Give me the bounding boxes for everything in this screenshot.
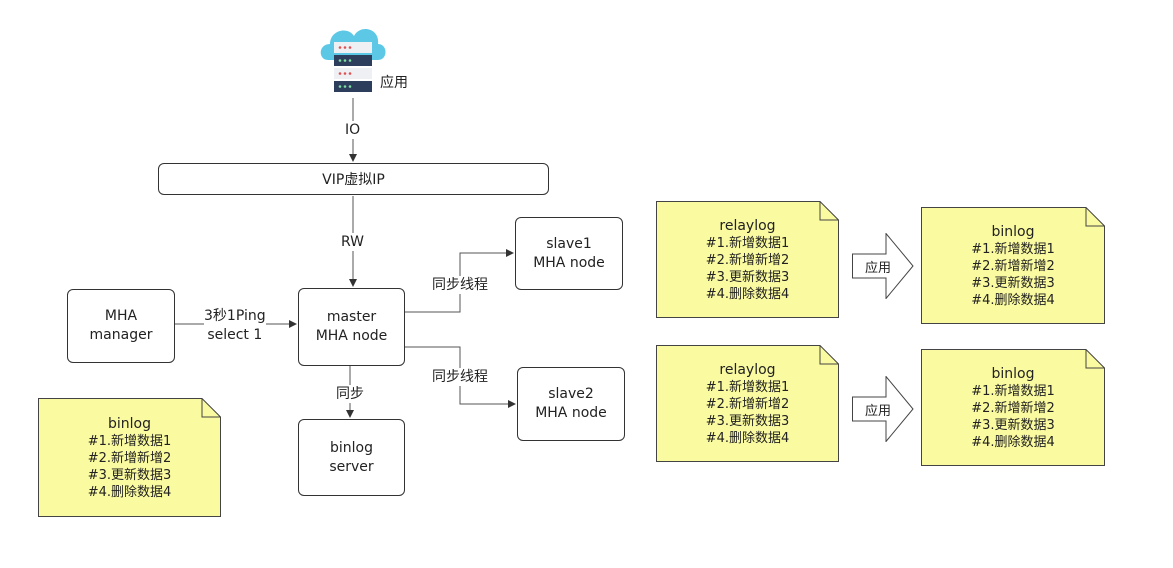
app-label: 应用: [380, 74, 408, 92]
note-line: #1.新增数据1: [87, 433, 172, 449]
binlog-note-2: binlog #1.新增数据1 #2.新增新增2 #3.更新数据3 #4.删除数…: [921, 349, 1105, 466]
note-line: #3.更新数据3: [971, 275, 1055, 291]
mha-manager-line2: manager: [89, 327, 153, 343]
note-line: #3.更新数据3: [87, 467, 172, 483]
relaylog-note-2-title: relaylog: [719, 361, 776, 378]
note-line: #3.更新数据3: [971, 417, 1055, 433]
note-line: #3.更新数据3: [705, 413, 790, 429]
note-line: #4.删除数据4: [87, 484, 172, 500]
note-shape: [38, 398, 221, 517]
note-line: #1.新增数据1: [971, 241, 1055, 257]
master-line2: MHA node: [315, 328, 388, 344]
relaylog-note-2: relaylog #1.新增数据1 #2.新增新增2 #3.更新数据3 #4.删…: [656, 345, 839, 462]
io-label: IO: [345, 121, 361, 139]
sync-thread-label-2: 同步线程: [432, 368, 488, 386]
note-line: #1.新增数据1: [705, 235, 790, 251]
apply-arrow-1: 应用: [852, 232, 914, 300]
note-line: #2.新增新增2: [971, 400, 1055, 416]
server-cloud-icon: [320, 29, 386, 92]
hollow-arrow-icon: [852, 232, 914, 300]
mha-manager-line1: MHA: [104, 308, 138, 324]
note-line: #1.新增数据1: [705, 379, 790, 395]
slave2-line1: slave2: [548, 386, 594, 402]
binlog-note-main-title: binlog: [108, 415, 151, 432]
note-shape: [921, 207, 1105, 324]
note-shape: [921, 349, 1105, 466]
binlog-server-line2: server: [329, 458, 374, 475]
rw-label: RW: [341, 233, 365, 251]
note-line: #4.删除数据4: [971, 292, 1055, 308]
note-shape: [656, 345, 839, 462]
ping-label-line1: 3秒1Ping: [204, 308, 266, 324]
apply-arrow-2-label: 应用: [864, 403, 891, 419]
sync-thread-label-1: 同步线程: [432, 276, 488, 294]
binlog-note-1-title: binlog: [991, 223, 1035, 240]
binlog-note-2-title: binlog: [991, 365, 1035, 382]
note-line: #1.新增数据1: [971, 383, 1055, 399]
master-node[interactable]: master MHA node: [298, 288, 405, 366]
slave1-line1: slave1: [546, 235, 592, 252]
note-line: #4.删除数据4: [971, 434, 1055, 450]
slave1-node[interactable]: slave1 MHA node: [515, 217, 623, 290]
note-line: #2.新增新增2: [705, 252, 790, 268]
slave2-node[interactable]: slave2 MHA node: [517, 367, 625, 441]
master-line1: master: [326, 309, 377, 325]
relaylog-note-1: relaylog #1.新增数据1 #2.新增新增2 #3.更新数据3 #4.删…: [656, 201, 839, 318]
note-line: #2.新增新增2: [971, 258, 1055, 274]
ping-label-line2: select 1: [207, 327, 263, 343]
vip-label: VIP虚拟IP: [322, 172, 385, 188]
hollow-arrow-icon: [852, 375, 914, 443]
sync-label: 同步: [336, 385, 364, 403]
binlog-note-main: binlog #1.新增数据1 #2.新增新增2 #3.更新数据3 #4.删除数…: [38, 398, 221, 517]
binlog-server-line1: binlog: [330, 439, 373, 456]
note-line: #3.更新数据3: [705, 269, 790, 285]
ping-label: 3秒1Ping select 1: [204, 307, 266, 345]
slave2-line2: MHA node: [535, 405, 607, 421]
vip-bar[interactable]: VIP虚拟IP: [158, 163, 549, 195]
mha-manager-node[interactable]: MHA manager: [67, 289, 175, 363]
note-line: #4.删除数据4: [705, 430, 790, 446]
relaylog-note-1-title: relaylog: [719, 217, 776, 234]
apply-arrow-2: 应用: [852, 375, 914, 443]
note-line: #4.删除数据4: [705, 286, 790, 302]
note-line: #2.新增新增2: [705, 396, 790, 412]
note-line: #2.新增新增2: [87, 450, 172, 466]
note-shape: [656, 201, 839, 318]
binlog-server-node[interactable]: binlog server: [298, 419, 405, 496]
slave1-line2: MHA node: [533, 254, 605, 271]
binlog-note-1: binlog #1.新增数据1 #2.新增新增2 #3.更新数据3 #4.删除数…: [921, 207, 1105, 324]
apply-arrow-1-label: 应用: [864, 260, 891, 276]
